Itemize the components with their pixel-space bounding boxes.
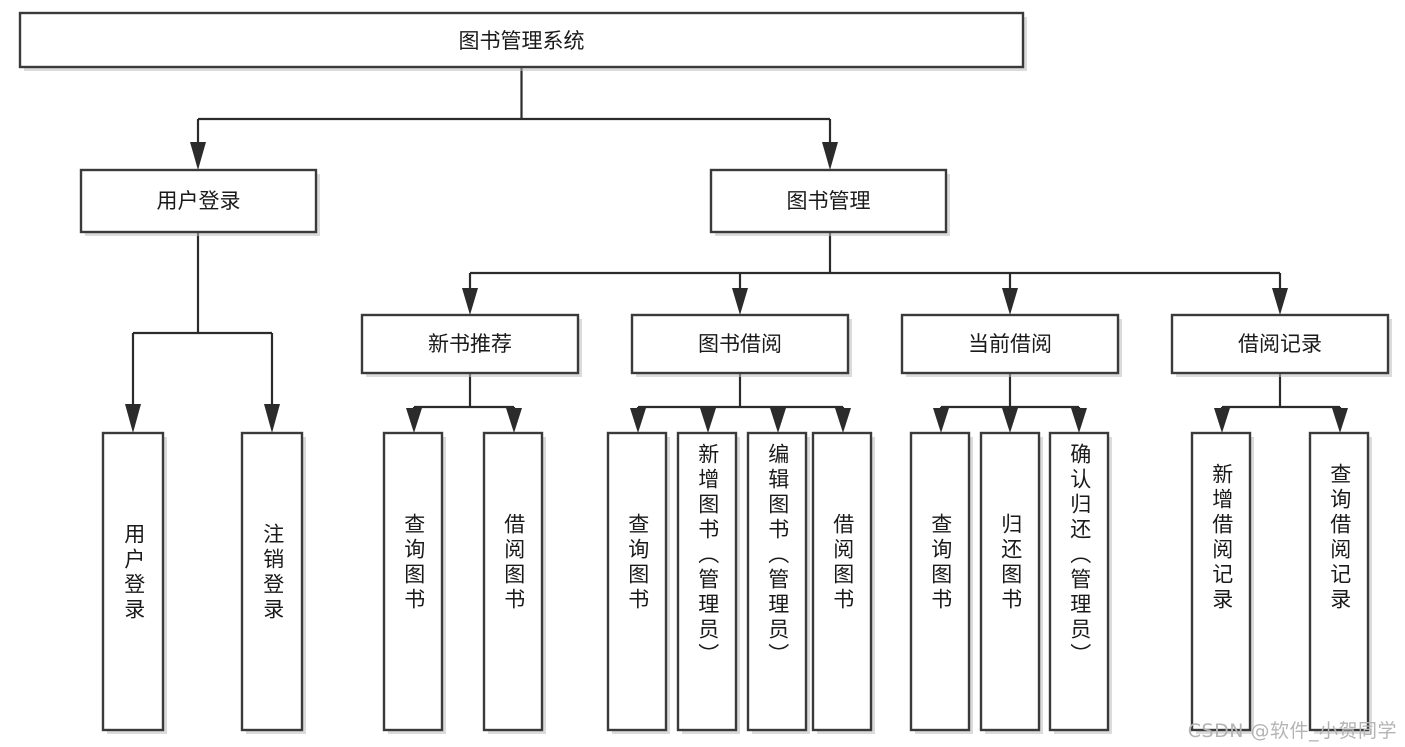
node-root-box[interactable]	[18, 11, 1025, 69]
node-user-login-label: 用户登录	[157, 189, 241, 213]
node-leaf-confirm-return-box[interactable]	[1048, 431, 1110, 732]
node-leaf-borrow-book-1-box[interactable]	[482, 431, 544, 732]
node-root-label: 图书管理系统	[459, 29, 585, 53]
node-leaf-query-record-box[interactable]	[1308, 431, 1370, 732]
arrow-leaf-edit-book	[770, 408, 786, 433]
node-group: 图书管理系统 用户登录 图书管理 新书推荐 图书借阅 当前借阅 借阅记录	[18, 11, 1392, 734]
node-current-borrow-box[interactable]	[900, 313, 1120, 375]
node-book-manage-label: 图书管理	[787, 189, 871, 213]
arrow-leaf-add-record	[1214, 408, 1230, 433]
edge-group	[125, 67, 1348, 433]
node-leaf-return-book-box[interactable]	[979, 431, 1041, 732]
arrow-book-manage	[822, 142, 838, 170]
node-leaf-add-book-box[interactable]	[676, 431, 738, 732]
arrow-leaf-query-book-1	[406, 408, 422, 433]
node-leaf-query-book-1-box[interactable]	[382, 431, 444, 732]
node-new-book-recommend-label: 新书推荐	[428, 332, 512, 356]
arrow-leaf-query-record	[1332, 408, 1348, 433]
arrow-borrowrecord	[1272, 288, 1288, 315]
arrow-leaf-add-book	[700, 408, 716, 433]
arrow-bookborrow	[732, 288, 748, 315]
arrow-leaf-query-book-2	[630, 408, 646, 433]
node-current-borrow-label: 当前借阅	[968, 332, 1052, 356]
arrow-leaf-return-book	[1002, 408, 1018, 433]
arrow-leaf-query-book-3	[933, 408, 949, 433]
arrow-leaf-borrow-book-2	[835, 408, 851, 433]
node-leaf-query-book-2-box[interactable]	[606, 431, 668, 732]
node-book-borrow-label: 图书借阅	[698, 332, 782, 356]
node-leaf-add-record-box[interactable]	[1190, 431, 1252, 732]
node-borrow-record-label: 借阅记录	[1238, 332, 1322, 356]
node-leaf-user-login-box[interactable]	[101, 431, 165, 732]
node-book-borrow-box[interactable]	[630, 313, 850, 375]
arrow-leaf-user-login	[125, 404, 141, 433]
arrow-currentborrow	[1002, 288, 1018, 315]
arrow-leaf-logout	[264, 404, 280, 433]
node-leaf-logout-box[interactable]	[240, 431, 304, 732]
arrow-leaf-confirm-return	[1071, 408, 1087, 433]
node-borrow-record-box[interactable]	[1170, 313, 1390, 375]
node-leaf-edit-book-box[interactable]	[746, 431, 808, 732]
watermark-text: CSDN @软件_小贺同学	[1187, 720, 1397, 742]
node-user-login-box[interactable]	[79, 168, 318, 234]
arrow-user-login	[190, 142, 206, 170]
node-leaf-query-book-3-box[interactable]	[909, 431, 971, 732]
node-leaf-borrow-book-2-box[interactable]	[811, 431, 873, 732]
arrow-newbook	[462, 288, 478, 315]
node-new-book-recommend-box[interactable]	[360, 313, 580, 375]
node-book-manage-box[interactable]	[709, 168, 948, 234]
arrow-leaf-borrow-book-1	[506, 408, 522, 433]
